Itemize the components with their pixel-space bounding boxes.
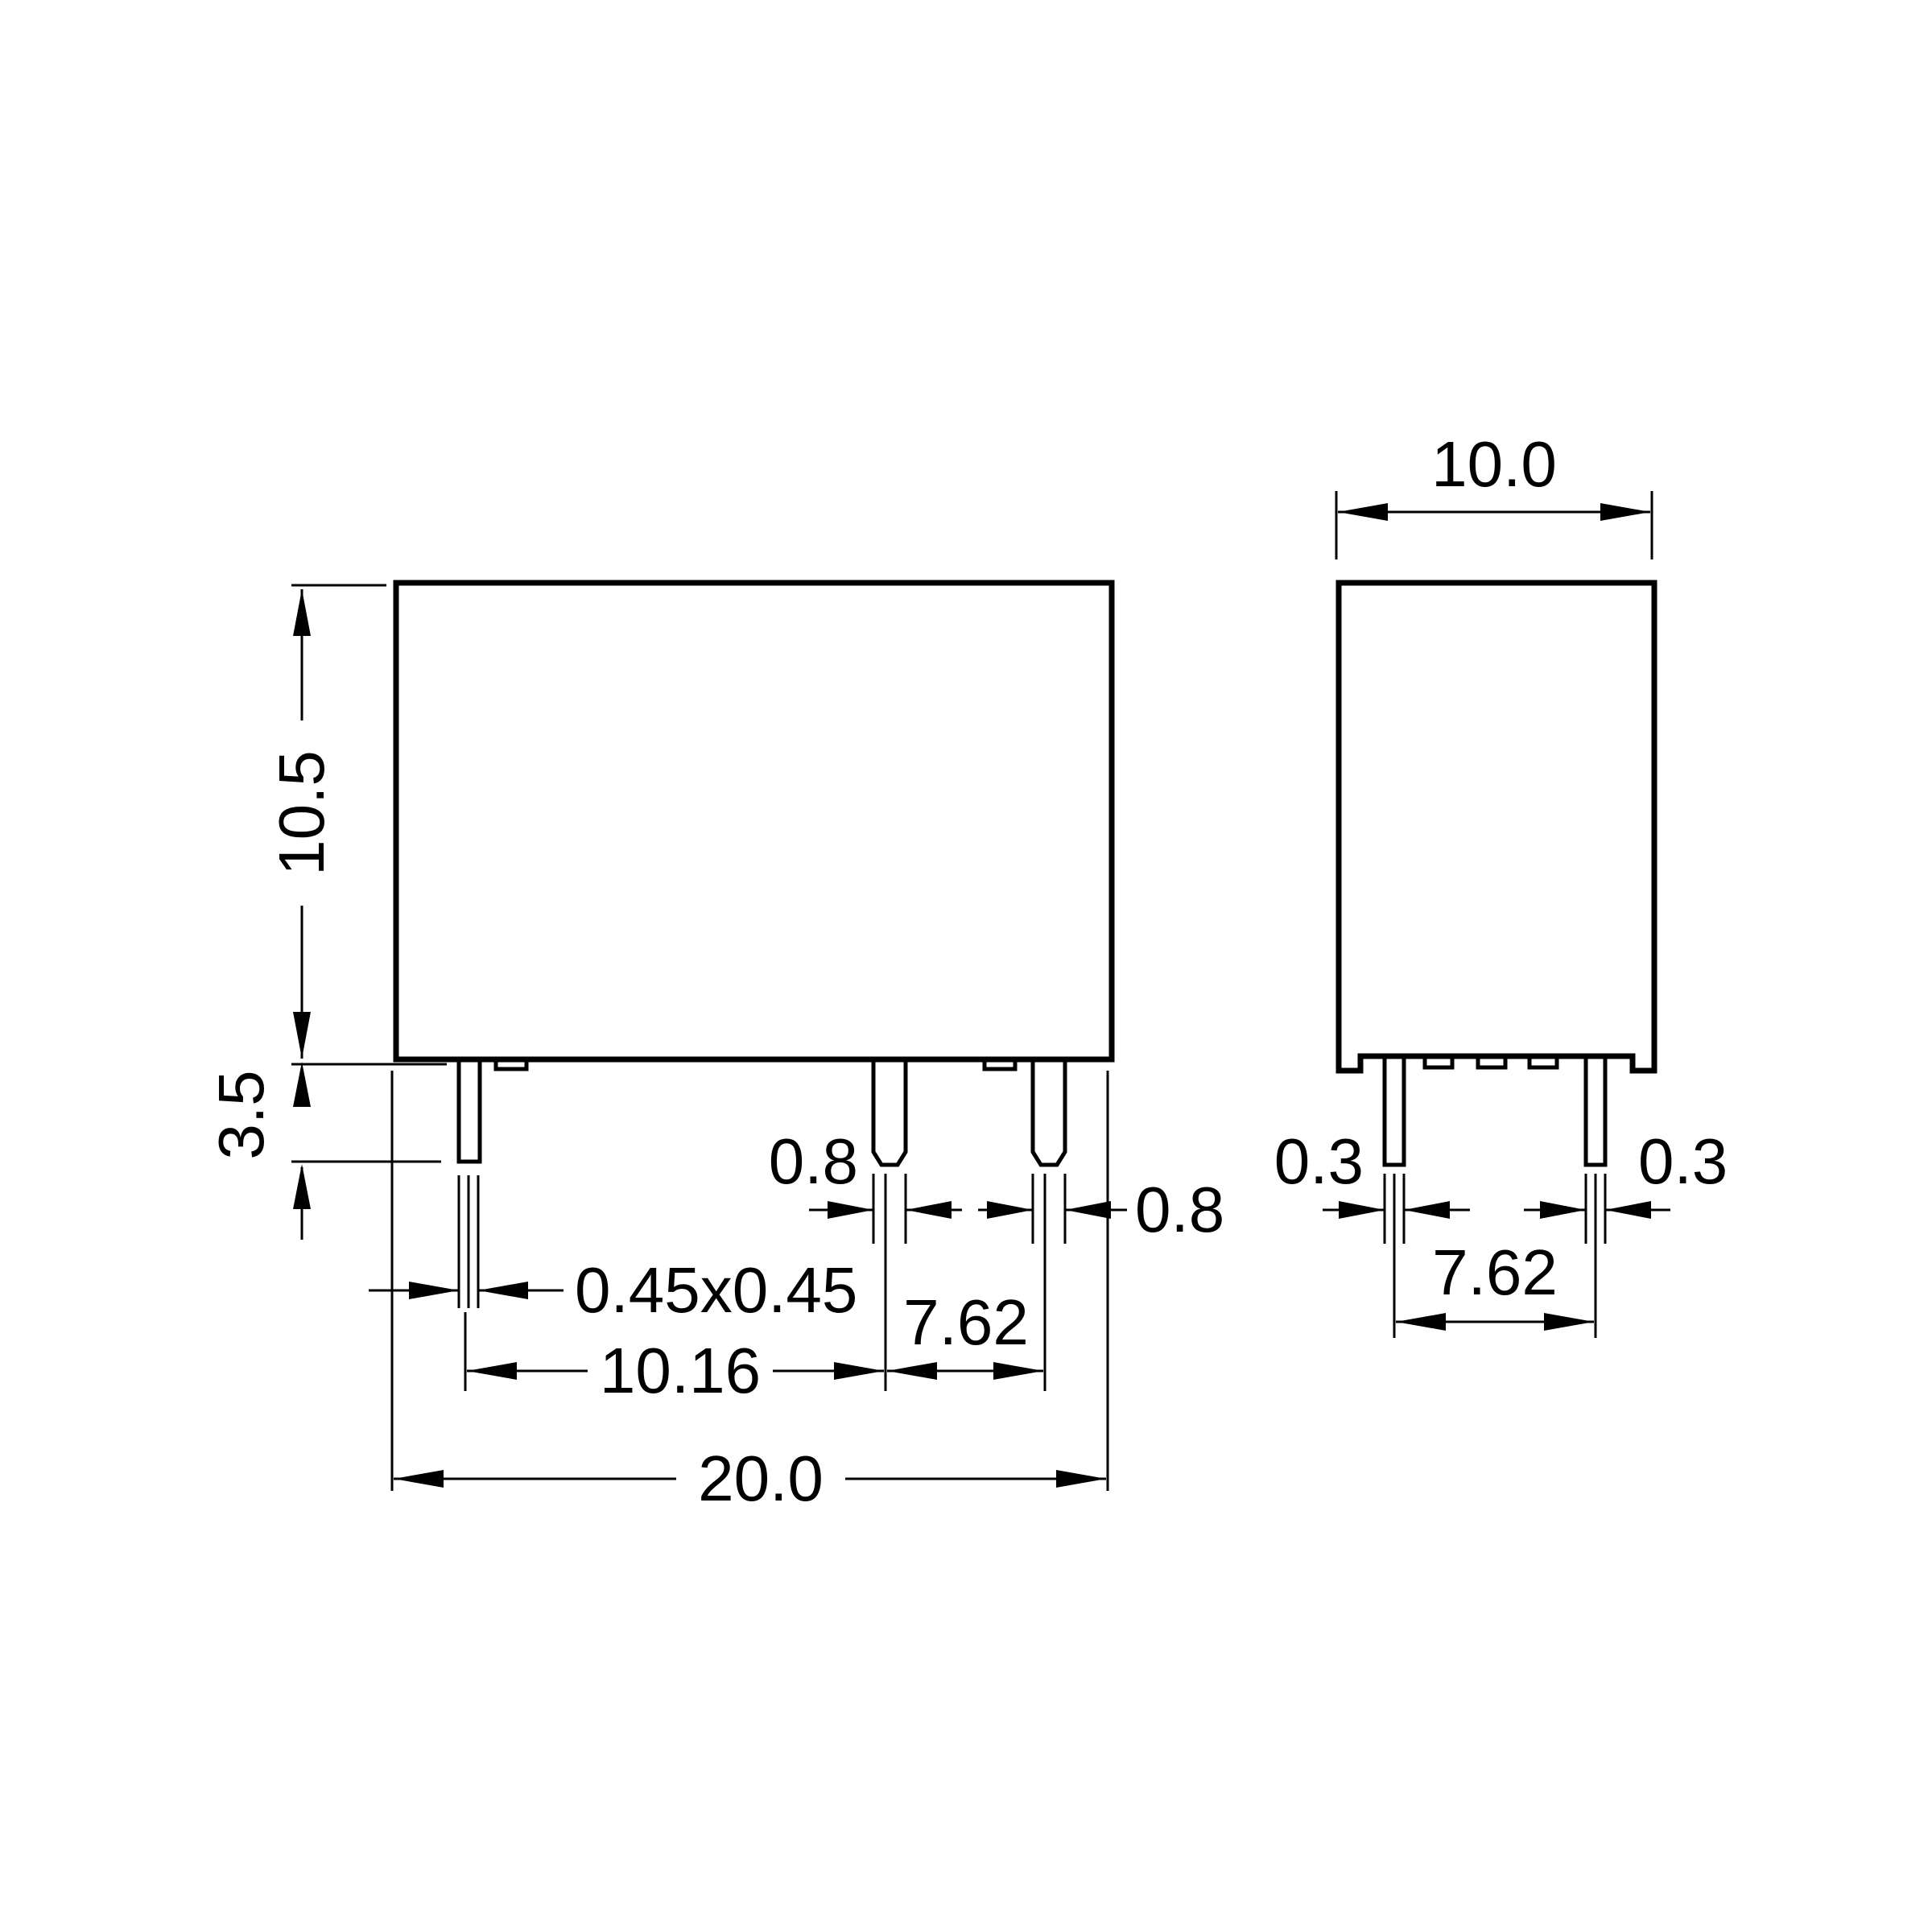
side-pin-1	[1382, 1056, 1406, 1167]
pin-thickness-left-label: 0.3	[1274, 1125, 1364, 1197]
depth-label: 10.0	[1431, 428, 1557, 500]
pin-thickness-left-dimension: 0.3	[1274, 1125, 1470, 1244]
pitch-dimension-second: 7.62	[887, 1175, 1046, 1391]
side-view-body	[1335, 580, 1657, 1074]
pin-width-left-label: 0.8	[769, 1125, 858, 1197]
pin-width-right-label: 0.8	[1135, 1174, 1224, 1245]
round-pin-2-width-dimension: 0.8	[978, 1174, 1224, 1245]
pin-thickness-right-label: 0.3	[1638, 1125, 1728, 1197]
pitch-first-label: 10.16	[600, 1335, 761, 1406]
square-pin	[456, 1059, 482, 1164]
standoff	[982, 1057, 1018, 1071]
width-label: 20.0	[698, 1443, 824, 1514]
round-pin-1	[871, 1059, 908, 1167]
round-pin-2	[1030, 1059, 1067, 1167]
depth-dimension: 10.0	[1335, 428, 1653, 559]
side-pin-2	[1583, 1056, 1608, 1167]
height-dimension: 10.5	[266, 584, 447, 1066]
front-view-body	[393, 580, 1115, 1063]
standoff	[1422, 1054, 1455, 1070]
pin-length-label: 3.5	[205, 1070, 277, 1159]
pitch-second-label: 7.62	[903, 1286, 1029, 1358]
width-dimension: 20.0	[390, 1071, 1109, 1514]
standoff	[1476, 1054, 1508, 1070]
pin-length-dimension: 3.5	[205, 1062, 441, 1240]
pin-thickness-right-dimension: 0.3	[1524, 1125, 1728, 1244]
side-view: 10.0 0.3 0.3	[1274, 428, 1728, 1338]
standoff	[493, 1057, 529, 1071]
square-pin-label: 0.45x0.45	[575, 1254, 857, 1326]
height-dimension-label: 10.5	[266, 750, 337, 876]
standoff	[1527, 1054, 1559, 1070]
round-pin-1-width-dimension: 0.8	[769, 1125, 962, 1244]
side-pitch-label: 7.62	[1432, 1236, 1558, 1308]
square-pin-dimension: 0.45x0.45	[369, 1175, 857, 1326]
front-view: 10.5 3.5 0.45x0.45	[205, 580, 1224, 1514]
pitch-dimension-first: 10.16	[464, 1175, 887, 1406]
side-pitch-dimension: 7.62	[1393, 1236, 1597, 1338]
